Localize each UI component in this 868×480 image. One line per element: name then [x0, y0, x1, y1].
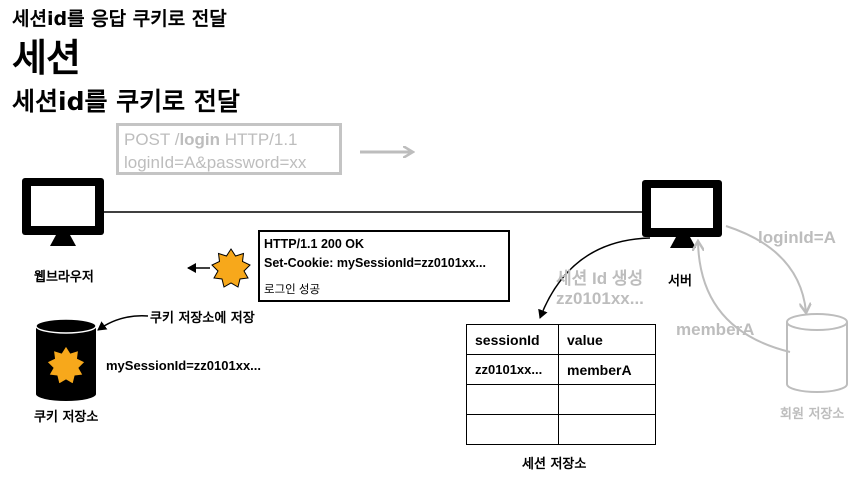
http-response-box: HTTP/1.1 200 OK Set-Cookie: mySessionId=…	[258, 230, 510, 302]
session-id-gen-label: 세션 Id 생성	[556, 269, 644, 288]
page-title: 세션	[12, 36, 81, 80]
server-label: 서버	[668, 274, 692, 289]
request-protocol: HTTP/1.1	[220, 130, 298, 149]
cookie-value-label: mySessionId=zz0101xx...	[106, 358, 262, 373]
cookie-sun-icon	[211, 248, 251, 288]
browser-label: 웹브라우저	[34, 270, 94, 285]
section-title: 세션id를 쿠키로 전달	[12, 87, 240, 116]
table-header-row: sessionId value	[466, 324, 656, 355]
request-body: loginId=A&password=xx	[124, 153, 307, 172]
table-cell: memberA	[558, 354, 656, 385]
browser-monitor-icon	[22, 178, 104, 246]
session-create-arrow	[538, 237, 651, 319]
request-method: POST /	[124, 130, 180, 149]
login-id-arrow	[725, 225, 806, 312]
session-id-value-label: zz0101xx...	[556, 289, 644, 308]
session-store-label: 세션 저장소	[522, 457, 587, 472]
http-request-box: POST /login HTTP/1.1 loginId=A&password=…	[116, 123, 342, 175]
server-monitor-icon	[642, 180, 722, 248]
doc-title: 세션id를 응답 쿠키로 전달	[12, 8, 227, 30]
table-cell	[558, 414, 656, 445]
response-body: 로그인 성공	[264, 284, 321, 296]
column-header-session-id: sessionId	[466, 324, 559, 355]
column-header-value: value	[558, 324, 656, 355]
member-label: memberA	[676, 320, 755, 339]
session-table: sessionId value zz0101xx... memberA	[466, 324, 656, 445]
response-status: HTTP/1.1 200 OK	[264, 237, 365, 251]
table-cell: zz0101xx...	[466, 354, 559, 385]
table-cell	[558, 384, 656, 415]
response-set-cookie: Set-Cookie: mySessionId=zz0101xx...	[264, 256, 486, 270]
cookie-store-cylinder-icon	[35, 318, 97, 401]
table-cell	[466, 384, 559, 415]
table-row: zz0101xx... memberA	[466, 354, 656, 385]
login-id-label: loginId=A	[758, 228, 836, 247]
table-row	[466, 414, 656, 445]
table-cell	[466, 414, 559, 445]
cookie-store-label: 쿠키 저장소	[34, 410, 99, 425]
save-cookie-label: 쿠키 저장소에 저장	[150, 311, 255, 326]
member-store-cylinder-icon	[786, 313, 848, 393]
save-cookie-arrow	[97, 315, 149, 331]
member-store-label: 회원 저장소	[780, 407, 845, 422]
member-return-arrow	[698, 242, 791, 353]
request-path: login	[179, 130, 221, 149]
table-row	[466, 384, 656, 415]
